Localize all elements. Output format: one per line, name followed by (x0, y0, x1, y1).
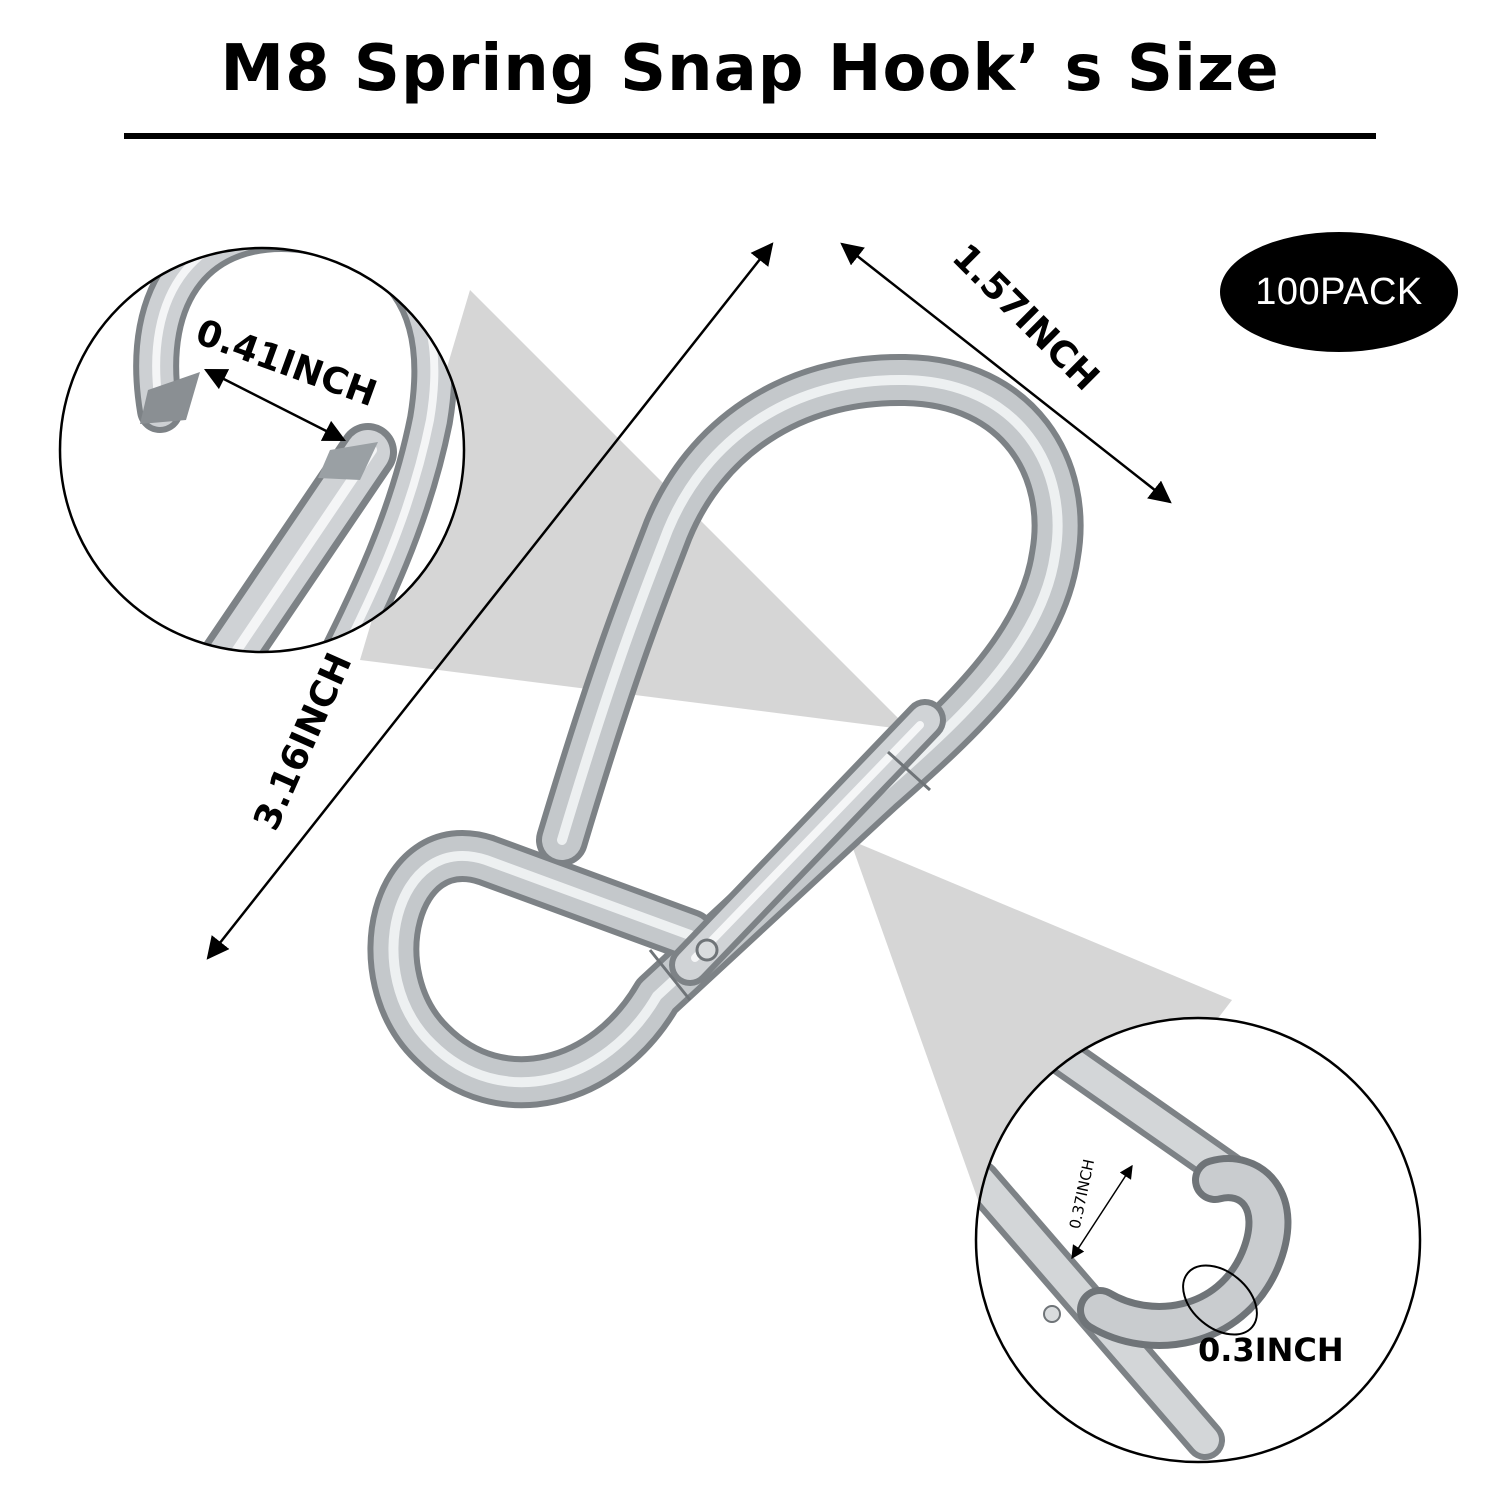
pack-count-badge: 100PACK (1220, 232, 1458, 352)
wire-diameter-label: 0.3INCH (1198, 1331, 1344, 1369)
width-dimension-arrow (840, 242, 1172, 504)
callout-cone-bottom (850, 840, 1232, 1290)
page-title: M8 Spring Snap Hook’ s Size (220, 32, 1280, 106)
eye-dimension-arrow (1071, 1164, 1133, 1260)
title-underline (124, 133, 1376, 139)
pack-count-label: 100PACK (1255, 270, 1423, 313)
gate-dimension-arrow (203, 368, 347, 442)
zoom-circle-eye (974, 1016, 1422, 1464)
length-dimension-arrow (206, 242, 774, 960)
gate-pin (695, 938, 719, 962)
wire-diameter-marker (1182, 1264, 1258, 1336)
